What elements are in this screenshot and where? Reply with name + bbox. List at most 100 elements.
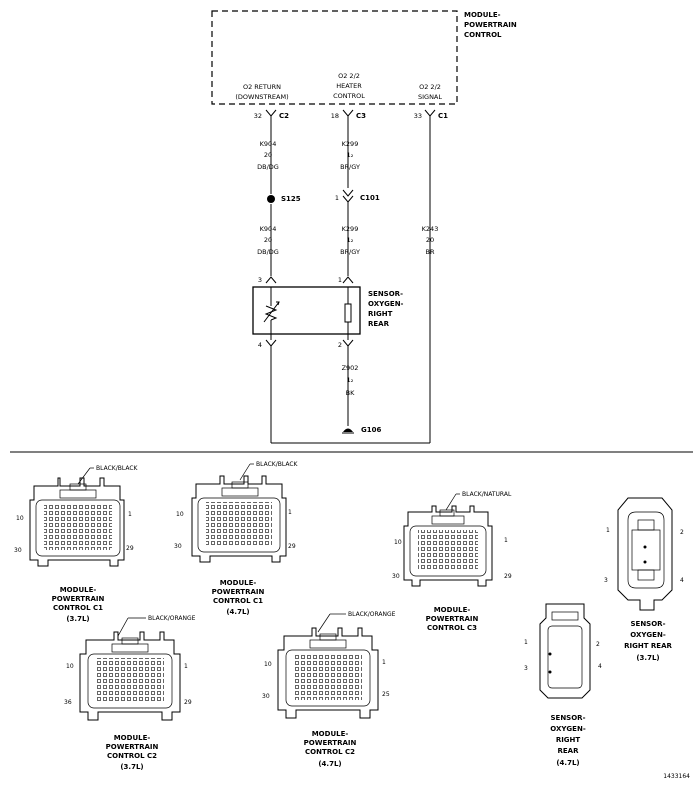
connector-c2-4-7l [277,627,379,719]
module-box [211,10,458,105]
pin1-connector-symbol [265,109,277,124]
connector-c3 [403,505,493,587]
pin2-function-2: HEATER [336,82,362,90]
c2-37-label-1: MODULE- [114,734,151,742]
pin3-function-1: O2 2/2 [419,83,441,91]
c3-label-3: CONTROL C3 [427,624,477,632]
module-label-2: POWERTRAIN [464,21,517,29]
o2-47-label-5: (4.7L) [556,759,579,767]
c101-pin: 1 [335,194,339,202]
c1-47-pin-tl: 10 [176,511,184,518]
o2-37-label-3: RIGHT REAR [624,642,672,650]
c1-37-pin-br: 29 [126,545,134,552]
splice-dot [267,195,275,203]
c1-37-label-1: MODULE- [60,586,97,594]
c3-pin-br: 29 [504,573,512,580]
c1-37-pin-tr: 1 [128,511,132,518]
c1-47-label-4: (4.7L) [226,608,249,616]
sensor-label-2: OXYGEN- [368,300,404,308]
k904a-gauge: 20 [264,151,272,159]
z902-code: Z902 [342,364,359,372]
connector-c1-3-7l [29,477,125,567]
c1-47-label-3: CONTROL C1 [213,597,263,605]
c2-37-label-3: CONTROL C2 [107,752,157,760]
c2-47-label-2: POWERTRAIN [304,739,357,747]
pin1-function-1: O2 RETURN [243,83,281,91]
o2-37-label-2: OXYGEN- [630,631,666,639]
pin2-number: 18 [331,112,339,120]
ground-symbol [342,428,354,434]
c1-37-label-3: CONTROL C1 [53,604,103,612]
k299a-color: BR/GY [340,163,360,171]
o2-47-pin-3: 3 [524,665,528,672]
pin1-function-2: (DOWNSTREAM) [235,93,288,101]
c101-label: C101 [360,194,380,202]
c1-47-pin-tr: 1 [288,509,292,516]
k299b-gauge: 1₂ [347,236,354,244]
c2-47-label-4: (4.7L) [318,760,341,768]
c2-47-pin-br: 25 [382,691,390,698]
c2-37-pin-bl: 36 [64,699,72,706]
c1-47-pin-br: 29 [288,543,296,550]
c1-37-pin-bl: 30 [14,547,22,554]
pin3-connector-symbol [424,109,436,124]
sensor-box [252,286,361,335]
c3-color: BLACK/NATURAL [462,491,512,498]
pin3-conn: C1 [438,112,448,120]
c2-47-pin-tl: 10 [264,661,272,668]
ground-label: G106 [361,426,381,434]
c1-47-label-2: POWERTRAIN [212,588,265,596]
k299a-gauge: 1₂ [347,151,354,159]
k904b-gauge: 20 [264,236,272,244]
connector-c2-3-7l [79,631,181,721]
module-label-1: MODULE- [464,11,501,19]
pin1-conn: C2 [279,112,289,120]
k243-code: K243 [422,225,439,233]
pin2-function-1: O2 2/2 [338,72,360,80]
sensor-label-4: REAR [368,320,390,328]
pin2-function-3: CONTROL [333,92,365,100]
o2-37-pin-2: 2 [680,529,684,536]
heater-element-symbol [344,287,352,334]
c2-37-color: BLACK/ORANGE [148,615,196,622]
z902-color: BK [346,389,355,397]
pin2-connector-symbol [342,109,354,124]
sensor-top-connector-symbols [265,276,354,284]
connector-o2-3-7l [617,497,673,611]
pin2-conn: C3 [356,112,366,120]
o2-47-label-4: REAR [558,747,580,755]
connector-c1-4-7l [191,475,287,563]
c3-label-1: MODULE- [434,606,471,614]
k299b-color: BR/GY [340,248,360,256]
c3-label-2: POWERTRAIN [426,615,479,623]
c2-47-pin-bl: 30 [262,693,270,700]
c2-47-label-3: CONTROL C2 [305,748,355,756]
k904a-color: DB/DG [257,163,279,171]
sensor-pin-2: 2 [338,341,342,349]
c2-37-pin-tl: 10 [66,663,74,670]
c1-37-label-2: POWERTRAIN [52,595,105,603]
c2-37-label-4: (3.7L) [120,763,143,771]
k904a-code: K904 [260,140,277,148]
sensor-element-symbol [263,287,280,334]
c2-47-color: BLACK/ORANGE [348,611,396,618]
c3-pin-tl: 10 [394,539,402,546]
c1-37-pin-tl: 10 [16,515,24,522]
o2-37-label-4: (3.7L) [636,654,659,662]
o2-47-label-1: SENSOR- [551,714,586,722]
o2-47-pin-2: 2 [596,641,600,648]
sensor-label-3: RIGHT [368,310,393,318]
k243-color: BR [426,248,435,256]
o2-47-pin-1: 1 [524,639,528,646]
c2-47-label-1: MODULE- [312,730,349,738]
c1-47-label-1: MODULE- [220,579,257,587]
figure-code: 1433164 [663,773,690,780]
o2-47-pin-4: 4 [598,663,602,670]
sensor-pin-4: 4 [258,341,262,349]
sensor-label-1: SENSOR- [368,290,403,298]
connector-o2-4-7l [539,603,591,699]
c2-47-pin-tr: 1 [382,659,386,666]
c1-37-color: BLACK/BLACK [96,465,139,472]
o2-47-label-3: RIGHT [556,736,581,744]
